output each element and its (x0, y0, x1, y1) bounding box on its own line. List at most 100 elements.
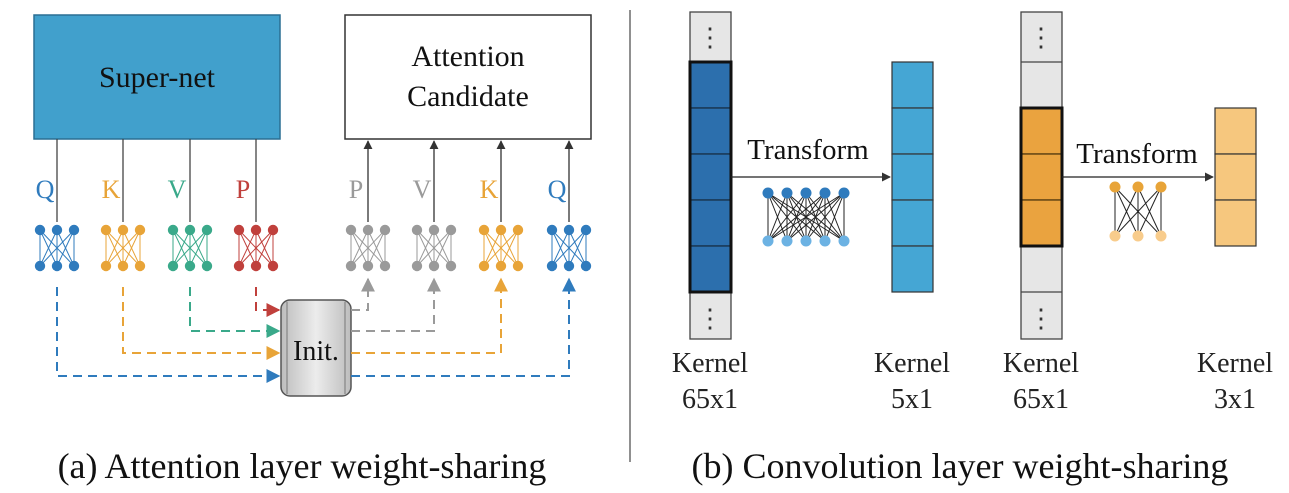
caption-a: (a) Attention layer weight-sharing (58, 446, 547, 486)
net-node (250, 224, 262, 236)
flow-k-to-init (122, 287, 281, 360)
net-edge (433, 229, 452, 267)
net-node (34, 260, 46, 272)
kernel-cell (1214, 153, 1257, 201)
net-edge (105, 229, 124, 267)
net-edge (500, 229, 519, 267)
net-edge (1114, 186, 1162, 237)
letter-q-right: Q (548, 175, 567, 204)
net-node (411, 260, 423, 272)
net-edge (238, 229, 274, 267)
net-edge (1114, 186, 1139, 237)
net-node (267, 224, 279, 236)
net-node (51, 260, 63, 272)
net-node (233, 224, 245, 236)
net-node (580, 224, 592, 236)
kernel1-label-line2: 65x1 (682, 384, 738, 415)
kernel-65x1-blue-cells (688, 60, 733, 294)
net-edge (568, 229, 587, 267)
net-node (512, 224, 524, 236)
caption-b: (b) Convolution layer weight-sharing (692, 446, 1229, 486)
net-node (100, 224, 112, 236)
letter-k-right: K (480, 175, 499, 204)
net-node (1132, 230, 1144, 242)
net-node (478, 260, 490, 272)
net-node (1132, 181, 1144, 193)
letter-q-left: Q (36, 175, 55, 204)
candidate-label-line2: Candidate (407, 80, 529, 113)
net-edge (551, 229, 570, 267)
flow-init-to-v (351, 277, 441, 332)
net-node (362, 260, 374, 272)
net-edge (416, 229, 435, 267)
kernel2-label-line1: Kernel (874, 348, 950, 379)
net-node (34, 224, 46, 236)
net-node (68, 260, 80, 272)
kernel-cell (891, 107, 934, 155)
init-box (280, 299, 352, 397)
kernel-65x1-orange-dots-bottom: ⋮ (1028, 304, 1054, 333)
net-node (1109, 230, 1121, 242)
net-node (1155, 181, 1167, 193)
net-node (800, 187, 812, 199)
net-node (781, 235, 793, 247)
net-edge (350, 229, 369, 267)
kernel-cell (1214, 199, 1257, 247)
flow-p-to-init (255, 287, 281, 317)
kernel-cell (689, 245, 732, 293)
net-node (167, 224, 179, 236)
net-edge (786, 192, 845, 242)
net-edge (56, 229, 75, 267)
kernel-cell (689, 199, 732, 247)
net-edge (824, 192, 845, 242)
net-edge (172, 229, 208, 267)
kernel-65x1-orange-cells (1019, 106, 1064, 248)
net-edge (551, 229, 587, 267)
net-node (184, 260, 196, 272)
flow-init-to-k (351, 277, 508, 354)
net-v-right (411, 224, 457, 272)
kernel-cell (891, 61, 934, 109)
transform-networks (762, 181, 1167, 247)
net-edge (805, 192, 845, 242)
net-node (546, 224, 558, 236)
kernel-cell (1020, 199, 1063, 247)
kernel-cell (1214, 107, 1257, 155)
supernet-label: Super-net (99, 61, 216, 94)
kernel-cell (689, 153, 732, 201)
kernel-cell (891, 153, 934, 201)
net-edge (767, 192, 845, 242)
kernel3-label-line1: Kernel (1003, 348, 1079, 379)
net-node (379, 224, 391, 236)
projection-networks (34, 224, 592, 272)
net-edge (39, 229, 58, 267)
net-node (445, 260, 457, 272)
net-node (201, 260, 213, 272)
net-node (445, 224, 457, 236)
net-node (345, 260, 357, 272)
net-node (495, 224, 507, 236)
net-node (201, 224, 213, 236)
net-node (68, 224, 80, 236)
kernel4-label-line2: 3x1 (1214, 384, 1256, 415)
net-node (51, 224, 63, 236)
net-node (134, 224, 146, 236)
net-node (1109, 181, 1121, 193)
net-node (762, 235, 774, 247)
net-node (428, 224, 440, 236)
net-node (233, 260, 245, 272)
net-node (762, 187, 774, 199)
net-v-left (167, 224, 213, 272)
net-node (580, 260, 592, 272)
net-node (819, 235, 831, 247)
net-edge (105, 229, 141, 267)
net-node (819, 187, 831, 199)
letter-v-right: V (413, 175, 432, 204)
letter-v-left: V (168, 175, 187, 204)
net-node (838, 235, 850, 247)
letter-p-right: P (349, 175, 363, 204)
net-p-left (233, 224, 279, 272)
net-node (1155, 230, 1167, 242)
net-edge (172, 229, 191, 267)
